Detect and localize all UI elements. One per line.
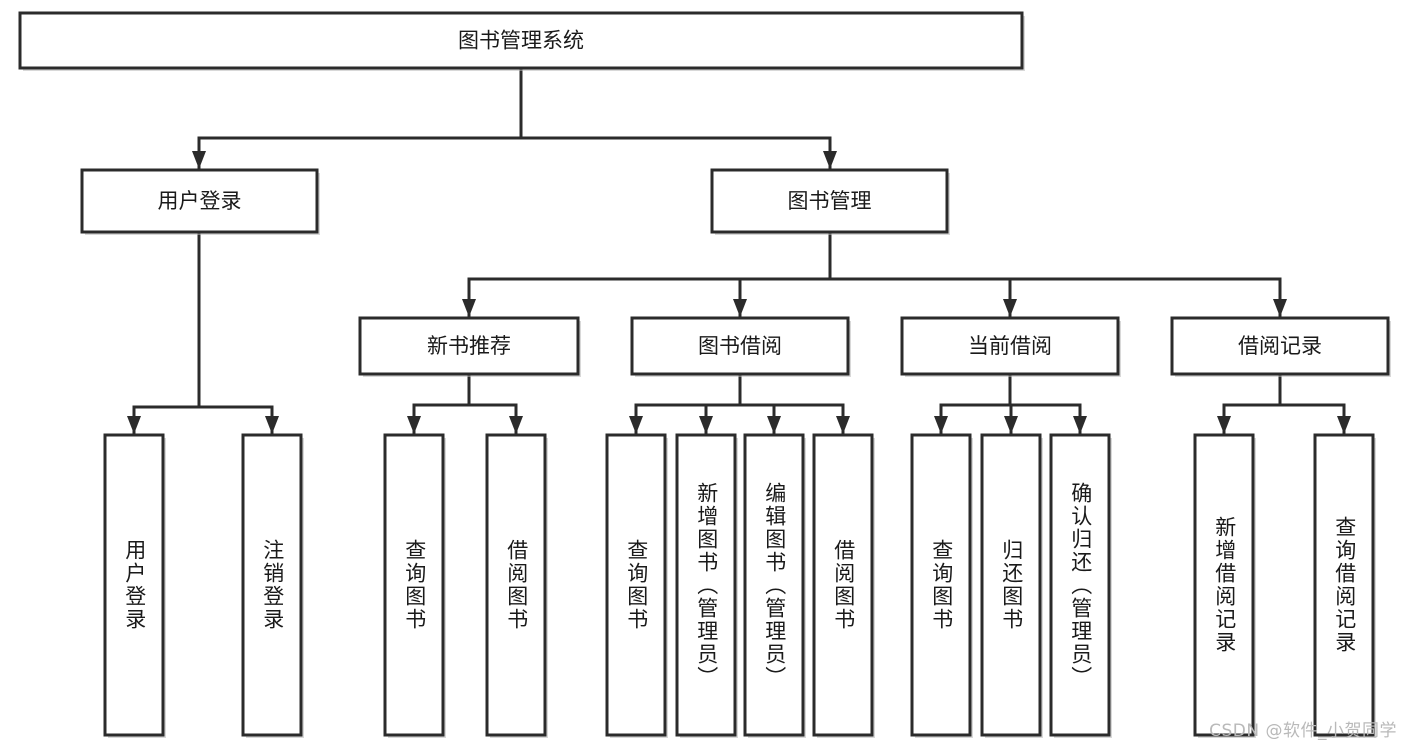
arrow-head-icon xyxy=(823,151,837,169)
connector-layer xyxy=(127,66,1351,435)
node-leaf-query-book-recommend[interactable] xyxy=(383,433,446,738)
arrow-head-icon xyxy=(1273,299,1287,317)
node-label-root: 图书管理系统 xyxy=(458,29,584,53)
node-leaf-add-borrow-record[interactable] xyxy=(1193,433,1256,738)
node-leaf-logout[interactable] xyxy=(241,433,304,738)
node-new-book-recommend[interactable] xyxy=(358,316,581,377)
node-leaf-edit-book-admin[interactable] xyxy=(743,433,806,738)
arrow-head-icon xyxy=(733,299,747,317)
node-box-book-borrow[interactable] xyxy=(630,316,850,376)
node-box-leaf-query-borrow-record[interactable] xyxy=(1313,433,1375,737)
node-label-user-login: 用户登录 xyxy=(158,189,242,213)
node-current-borrow[interactable] xyxy=(900,316,1121,377)
node-box-leaf-logout[interactable] xyxy=(241,433,303,737)
node-box-new-book-recommend[interactable] xyxy=(358,316,580,376)
node-leaf-borrow-book[interactable] xyxy=(812,433,875,738)
node-leaf-confirm-return-admin[interactable] xyxy=(1049,433,1112,738)
connector-root-to-level1 xyxy=(192,66,837,170)
arrow-head-icon xyxy=(699,416,713,434)
node-book-management[interactable] xyxy=(710,168,950,235)
node-box-leaf-edit-book-admin[interactable] xyxy=(743,433,805,737)
connector-borrow-to-leaves xyxy=(629,372,850,435)
arrow-head-icon xyxy=(1217,416,1231,434)
arrow-head-icon xyxy=(192,151,206,169)
node-box-leaf-borrow-book[interactable] xyxy=(812,433,874,737)
arrow-head-icon xyxy=(462,299,476,317)
node-label-book-management: 图书管理 xyxy=(788,189,872,213)
arrow-head-icon xyxy=(1073,416,1087,434)
node-root[interactable] xyxy=(18,11,1025,71)
node-label-borrow-record: 借阅记录 xyxy=(1238,334,1322,358)
node-leaf-user-login[interactable] xyxy=(103,433,166,738)
node-box-user-login[interactable] xyxy=(80,168,319,234)
connector-book-management-to-level2 xyxy=(462,230,1287,318)
node-box-leaf-add-borrow-record[interactable] xyxy=(1193,433,1255,737)
arrow-head-icon xyxy=(407,416,421,434)
node-label-current-borrow: 当前借阅 xyxy=(968,334,1052,358)
arrow-head-icon xyxy=(1337,416,1351,434)
arrow-head-icon xyxy=(509,416,523,434)
node-box-root[interactable] xyxy=(18,11,1024,70)
connector-recommend-to-leaves xyxy=(407,372,523,435)
node-leaf-query-borrow-record[interactable] xyxy=(1313,433,1376,738)
node-leaf-return-book[interactable] xyxy=(980,433,1043,738)
node-book-borrow[interactable] xyxy=(630,316,851,377)
node-box-leaf-query-book-recommend[interactable] xyxy=(383,433,445,737)
node-box-leaf-confirm-return-admin[interactable] xyxy=(1049,433,1111,737)
node-leaf-borrow-book-recommend[interactable] xyxy=(485,433,548,738)
node-leaf-query-book-borrow[interactable] xyxy=(605,433,668,738)
arrow-head-icon xyxy=(934,416,948,434)
node-box-leaf-borrow-book-recommend[interactable] xyxy=(485,433,547,737)
arrow-head-icon xyxy=(767,416,781,434)
node-label-new-book-recommend: 新书推荐 xyxy=(427,334,511,358)
node-box-leaf-query-book-borrow[interactable] xyxy=(605,433,667,737)
connector-current-to-leaves xyxy=(934,372,1087,435)
node-box-book-management[interactable] xyxy=(710,168,949,234)
node-box-borrow-record[interactable] xyxy=(1170,316,1390,376)
arrow-head-icon xyxy=(836,416,850,434)
arrow-head-icon xyxy=(127,416,141,434)
connector-user-login-to-leaves xyxy=(127,230,279,435)
watermark-credit: CSDN @软件_小贺同学 xyxy=(1209,721,1397,741)
node-box-leaf-query-book-current[interactable] xyxy=(910,433,972,737)
node-borrow-record[interactable] xyxy=(1170,316,1391,377)
node-user-login[interactable] xyxy=(80,168,320,235)
node-label-book-borrow: 图书借阅 xyxy=(698,334,782,358)
connector-record-to-leaves xyxy=(1217,372,1351,435)
arrow-head-icon xyxy=(629,416,643,434)
node-leaf-query-book-current[interactable] xyxy=(910,433,973,738)
arrow-head-icon xyxy=(1004,416,1018,434)
node-box-leaf-return-book[interactable] xyxy=(980,433,1042,737)
arrow-head-icon xyxy=(265,416,279,434)
node-box-leaf-user-login[interactable] xyxy=(103,433,165,737)
node-leaf-add-book-admin[interactable] xyxy=(675,433,738,738)
node-box-layer xyxy=(18,11,1391,738)
node-box-current-borrow[interactable] xyxy=(900,316,1120,376)
node-box-leaf-add-book-admin[interactable] xyxy=(675,433,737,737)
arrow-head-icon xyxy=(1003,299,1017,317)
